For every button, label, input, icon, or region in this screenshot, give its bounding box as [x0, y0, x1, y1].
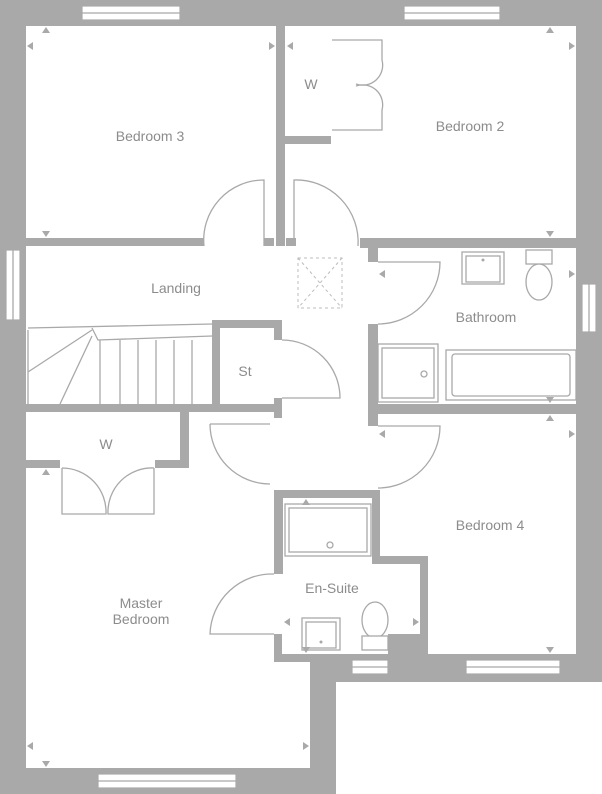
bathroom-fixtures: [377, 249, 577, 403]
loft-hatch: [297, 257, 343, 309]
landing-label: Landing: [151, 280, 201, 296]
internal-walls: [26, 26, 576, 662]
ensuite-label: En-Suite: [305, 580, 359, 596]
bedroom-2-label: Bedroom 2: [436, 118, 505, 134]
master-bedroom-label-line1: Master: [120, 595, 163, 611]
doors: [61, 39, 441, 635]
windows: [5, 5, 597, 789]
stairs: [27, 323, 213, 405]
room-labels: Bedroom 3 Bedroom 2 W Landing Bathroom S…: [99, 76, 524, 627]
wardrobe-master-label: W: [99, 436, 113, 452]
bedroom-3-label: Bedroom 3: [116, 128, 185, 144]
store-label: St: [238, 363, 251, 379]
dimension-markers: [27, 27, 575, 767]
bedroom-4-label: Bedroom 4: [456, 517, 525, 533]
ensuite-fixtures: [284, 503, 389, 651]
wardrobe-top-label: W: [304, 76, 318, 92]
master-bedroom-label-line2: Bedroom: [113, 611, 170, 627]
bathroom-label: Bathroom: [456, 309, 517, 325]
